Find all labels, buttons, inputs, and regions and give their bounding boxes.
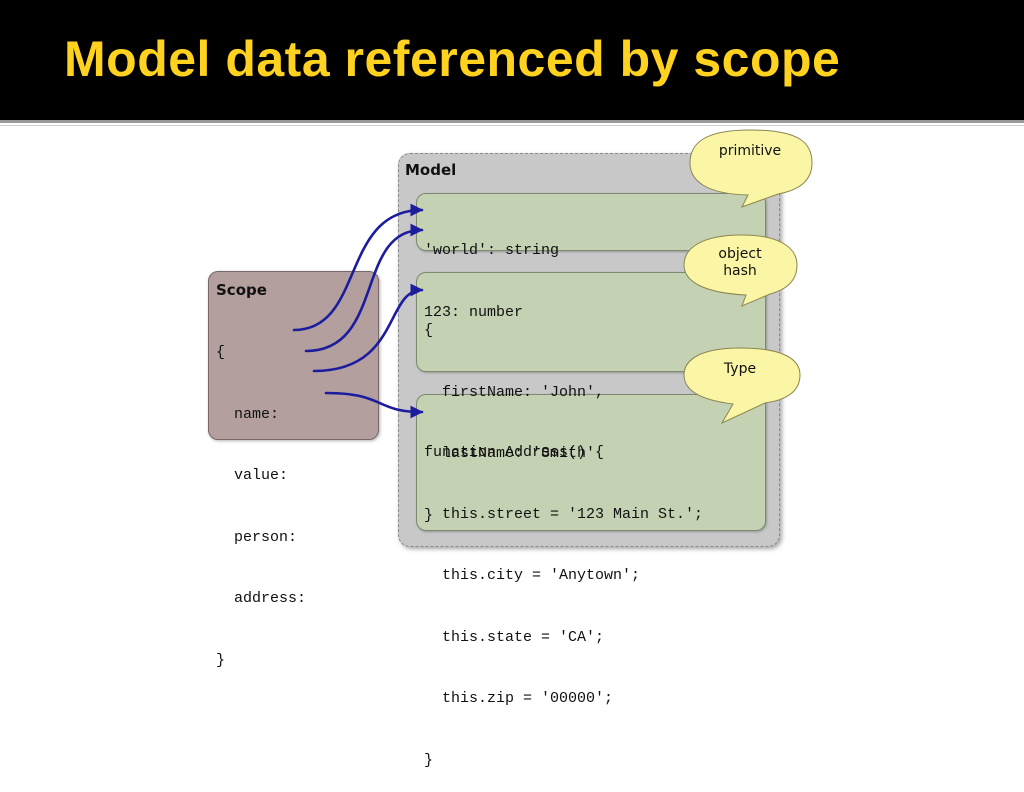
callout-object-hash-bubble bbox=[683, 234, 798, 307]
arrow-name-to-world bbox=[292, 203, 424, 332]
divider-line-thin bbox=[0, 125, 1024, 126]
model-title: Model bbox=[405, 161, 457, 179]
primitive-line-world: 'world': string bbox=[424, 242, 560, 259]
type-line: this.state = 'CA'; bbox=[424, 628, 605, 646]
scope-line: } bbox=[216, 651, 226, 669]
type-line: } bbox=[424, 751, 434, 769]
object-line: firstName: 'John', bbox=[424, 383, 605, 401]
scope-line-address: address: bbox=[216, 590, 307, 607]
callout-primitive-label: primitive bbox=[718, 143, 782, 159]
callout-object-line1: object bbox=[718, 246, 762, 262]
primitive-code: 'world': string 123: number bbox=[424, 200, 559, 344]
connector-layer bbox=[292, 129, 813, 425]
arrow-value-to-number bbox=[304, 223, 424, 353]
type-line: function Address() { bbox=[424, 444, 605, 461]
type-box bbox=[416, 394, 766, 531]
object-line: } bbox=[424, 506, 434, 524]
object-line: { bbox=[424, 322, 434, 339]
slide-title: Model data referenced by scope bbox=[64, 31, 841, 87]
arrow-address-to-function bbox=[324, 391, 424, 419]
primitive-line-number: 123: number bbox=[424, 303, 524, 321]
scope-line-name: name: bbox=[216, 405, 280, 423]
callout-object-hash-label: object hash bbox=[690, 246, 790, 280]
type-line: this.street = '123 Main St.'; bbox=[424, 505, 704, 523]
type-line: this.zip = '00000'; bbox=[424, 690, 614, 707]
scope-line-person: person: bbox=[216, 528, 298, 546]
object-code: { firstName: 'John', lastName: 'Smith' } bbox=[424, 280, 604, 547]
scope-title: Scope bbox=[216, 281, 267, 299]
title-bar bbox=[0, 0, 1024, 120]
callout-type-label: Type bbox=[723, 361, 757, 377]
callout-object-line2: hash bbox=[723, 263, 757, 279]
arrow-person-to-object bbox=[312, 283, 424, 373]
scope-box bbox=[208, 271, 379, 440]
callout-primitive-bubble bbox=[689, 129, 813, 208]
divider-line bbox=[0, 120, 1024, 123]
object-line: lastName: 'Smith' bbox=[424, 445, 596, 462]
scope-line: { bbox=[216, 344, 226, 361]
scope-line-value: value: bbox=[216, 467, 289, 484]
callout-type-bubble bbox=[683, 347, 801, 425]
